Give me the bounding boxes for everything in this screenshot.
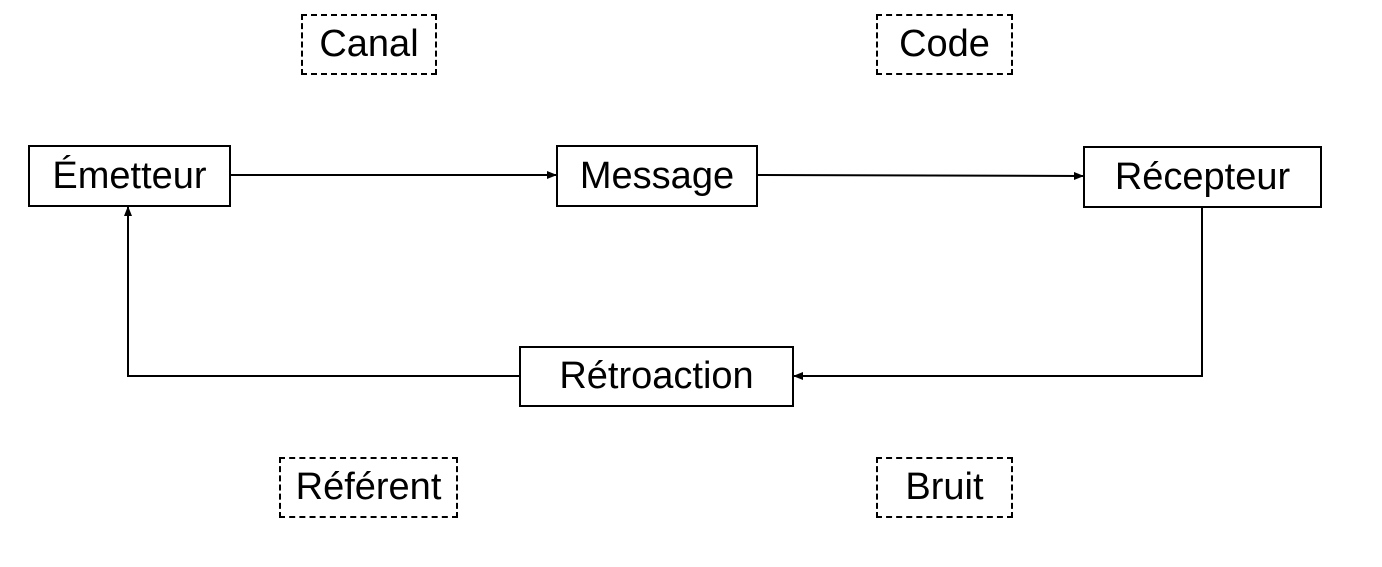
factor-code: Code [876,14,1013,75]
node-emetteur: Émetteur [28,145,231,207]
factor-bruit: Bruit [876,457,1013,518]
node-recepteur-label: Récepteur [1114,155,1291,198]
arrow-retroaction-to-emetteur [124,206,519,377]
arrow-message-to-recepteur [757,171,1084,180]
node-emetteur-label: Émetteur [52,154,207,197]
factor-bruit-label: Bruit [905,466,984,508]
node-retroaction-label: Rétroaction [559,355,754,397]
node-retroaction: Rétroaction [519,346,794,407]
factor-referent-label: Référent [295,466,442,508]
node-message-label: Message [579,154,735,197]
factor-canal: Canal [301,14,437,75]
factor-canal-label: Canal [319,23,419,65]
factor-referent: Référent [279,457,458,518]
node-message: Message [556,145,758,207]
arrow-recepteur-to-retroaction [793,208,1203,380]
factor-code-label: Code [899,23,990,65]
node-recepteur: Récepteur [1083,146,1322,208]
